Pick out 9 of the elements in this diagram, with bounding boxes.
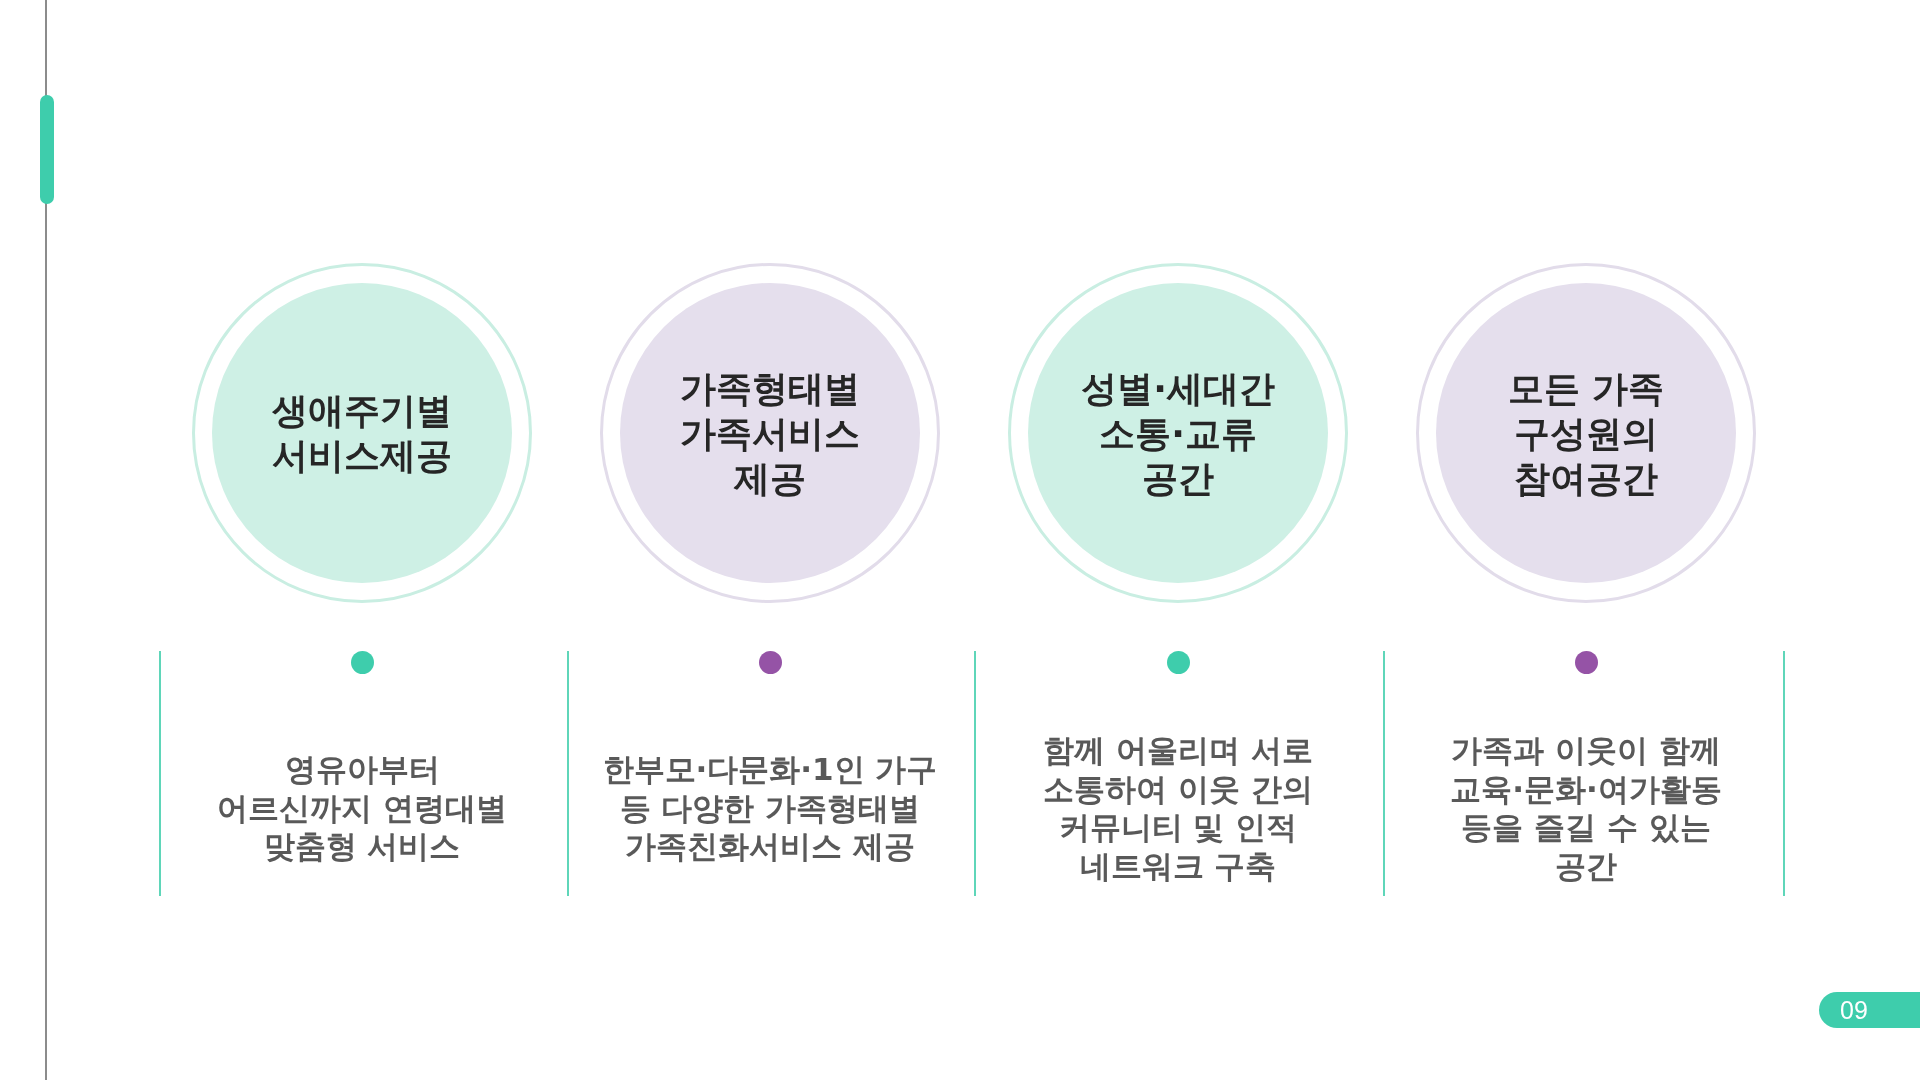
circle-title: 생애주기별 서비스제공 [271, 389, 453, 478]
description-text: 한부모·다문화·1인 가구 등 다양한 가족형태별 가족친화서비스 제공 [601, 750, 939, 866]
description-text: 영유아부터 어르신까지 연령대별 맞춤형 서비스 [216, 750, 508, 866]
circle-title: 모든 가족 구성원의 참여공간 [1506, 366, 1666, 501]
page-number: 09 [1819, 992, 1920, 1028]
circle-title: 성별·세대간 소통·교류 공간 [1080, 366, 1276, 501]
circle-title: 가족형태별 가족서비스 제공 [679, 366, 861, 501]
description-text: 함께 어울리며 서로 소통하여 이웃 간의 커뮤니티 및 인적 네트워크 구축 [1042, 731, 1314, 885]
description-text: 가족과 이웃이 함께 교육·문화·여가활동 등을 즐길 수 있는 공간 [1449, 731, 1723, 885]
